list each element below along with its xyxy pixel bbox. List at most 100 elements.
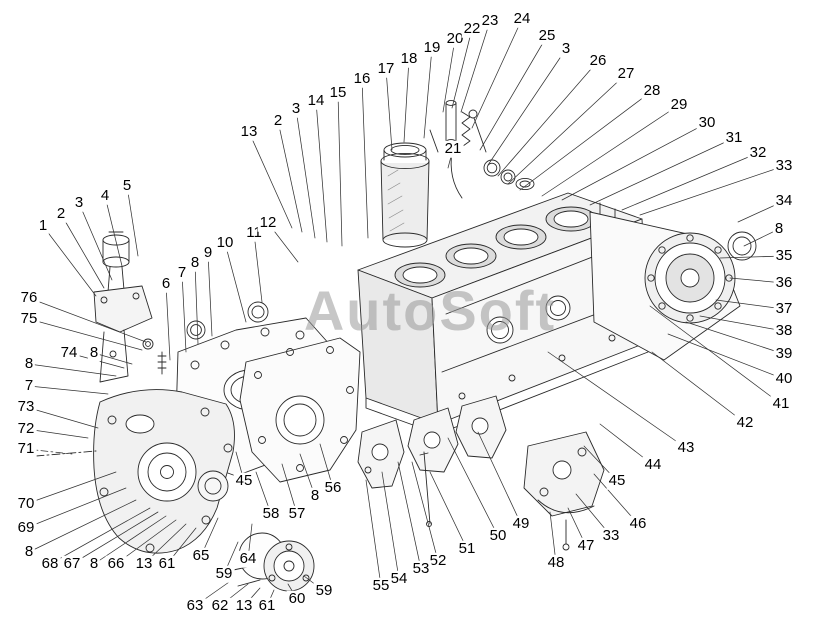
leader-line <box>194 262 199 345</box>
callout-label: 15 <box>327 83 349 102</box>
leader-line <box>411 461 439 562</box>
callout-label: 46 <box>627 514 649 533</box>
leader-line <box>28 318 143 351</box>
leader-line <box>28 385 109 395</box>
callout-label: 7 <box>22 376 36 395</box>
leader-line <box>78 202 113 281</box>
callout-label: 73 <box>15 397 37 416</box>
callout-label: 55 <box>370 576 392 595</box>
callout-label: 9 <box>201 243 215 262</box>
callout-label: 69 <box>15 518 37 537</box>
callout-label: 26 <box>587 51 609 70</box>
callout-label: 4 <box>98 186 112 205</box>
callout-label: 74 <box>58 343 80 362</box>
callout-label: 22 <box>461 19 483 38</box>
callout-label: 54 <box>388 569 410 588</box>
pump-cover-drawing <box>218 532 315 592</box>
callout-label: 71 <box>15 439 37 458</box>
callout-label: 29 <box>668 95 690 114</box>
leader-line <box>651 351 746 424</box>
centerline <box>35 450 97 457</box>
leader-line <box>561 122 708 201</box>
callout-label: 62 <box>209 596 231 615</box>
leader-line <box>549 511 557 564</box>
leader-line <box>365 479 382 587</box>
leader-line <box>126 185 139 257</box>
callout-label: 76 <box>18 288 40 307</box>
leader-line <box>25 471 117 505</box>
callout-label: 8 <box>87 554 101 573</box>
callout-label: 10 <box>214 233 236 252</box>
leader-line <box>385 68 393 151</box>
leader-line <box>25 406 99 429</box>
callout-label: 13 <box>238 122 260 141</box>
leader-line <box>423 47 433 139</box>
callout-label: 49 <box>510 514 532 533</box>
front-plate-drawing <box>239 337 361 483</box>
callout-label: 57 <box>286 504 308 523</box>
cylinder-bores-drawing <box>394 206 597 288</box>
callout-label: 25 <box>536 26 558 45</box>
leader-line <box>715 299 785 310</box>
leader-line <box>315 100 328 243</box>
bearing-ring-drawing <box>186 320 206 340</box>
callout-label: 8 <box>308 486 322 505</box>
long-bolt-drawing <box>419 451 431 525</box>
callout-label: 58 <box>260 504 282 523</box>
callout-label: 51 <box>456 539 478 558</box>
callout-label: 14 <box>305 91 327 110</box>
leader-line <box>487 48 567 166</box>
callout-label: 21 <box>442 139 464 158</box>
callout-label: 34 <box>773 191 795 210</box>
callout-label: 56 <box>322 478 344 497</box>
leader-line <box>507 73 627 185</box>
callout-label: 44 <box>642 455 664 474</box>
leader-line <box>28 297 147 343</box>
leader-line <box>719 255 785 259</box>
callout-label: 2 <box>271 111 285 130</box>
leader-line <box>25 487 127 529</box>
timing-cover-drawing <box>93 389 235 554</box>
callout-label: 67 <box>61 554 83 573</box>
leader-line <box>519 90 653 191</box>
callout-label: 66 <box>105 554 127 573</box>
leader-line <box>477 431 522 525</box>
callout-label: 41 <box>770 394 792 413</box>
callout-label: 64 <box>237 549 259 568</box>
leader-line <box>429 471 468 550</box>
callout-label: 63 <box>184 596 206 615</box>
callout-label: 3 <box>72 193 86 212</box>
callout-label: 3 <box>559 39 573 58</box>
leader-line <box>639 165 785 216</box>
callout-label: 45 <box>606 471 628 490</box>
callout-label: 72 <box>15 419 37 438</box>
leader-line <box>42 225 97 297</box>
callout-label: 20 <box>444 29 466 48</box>
callout-label: 1 <box>36 216 50 235</box>
callout-label: 59 <box>313 581 335 600</box>
callout-label: 35 <box>773 246 795 265</box>
callout-label: 65 <box>190 546 212 565</box>
leader-line <box>28 363 117 377</box>
callout-label: 13 <box>133 554 155 573</box>
callout-label: 48 <box>545 553 567 572</box>
callout-label: 28 <box>641 81 663 100</box>
callout-label: 33 <box>773 156 795 175</box>
leader-line <box>71 511 159 565</box>
callout-label: 53 <box>410 559 432 578</box>
leader-line <box>442 38 456 113</box>
mount-brackets-drawing <box>357 395 605 551</box>
leader-line <box>667 333 785 380</box>
callout-label: 39 <box>773 344 795 363</box>
callout-label: 70 <box>15 494 37 513</box>
callout-label: 38 <box>773 321 795 340</box>
callout-label: 52 <box>427 551 449 570</box>
leader-line <box>479 35 548 151</box>
leader-line <box>451 28 473 109</box>
leader-line <box>181 272 187 353</box>
leader-line <box>649 305 782 405</box>
callout-label: 32 <box>747 143 769 162</box>
leader-line <box>397 461 422 570</box>
leader-line <box>547 351 687 449</box>
